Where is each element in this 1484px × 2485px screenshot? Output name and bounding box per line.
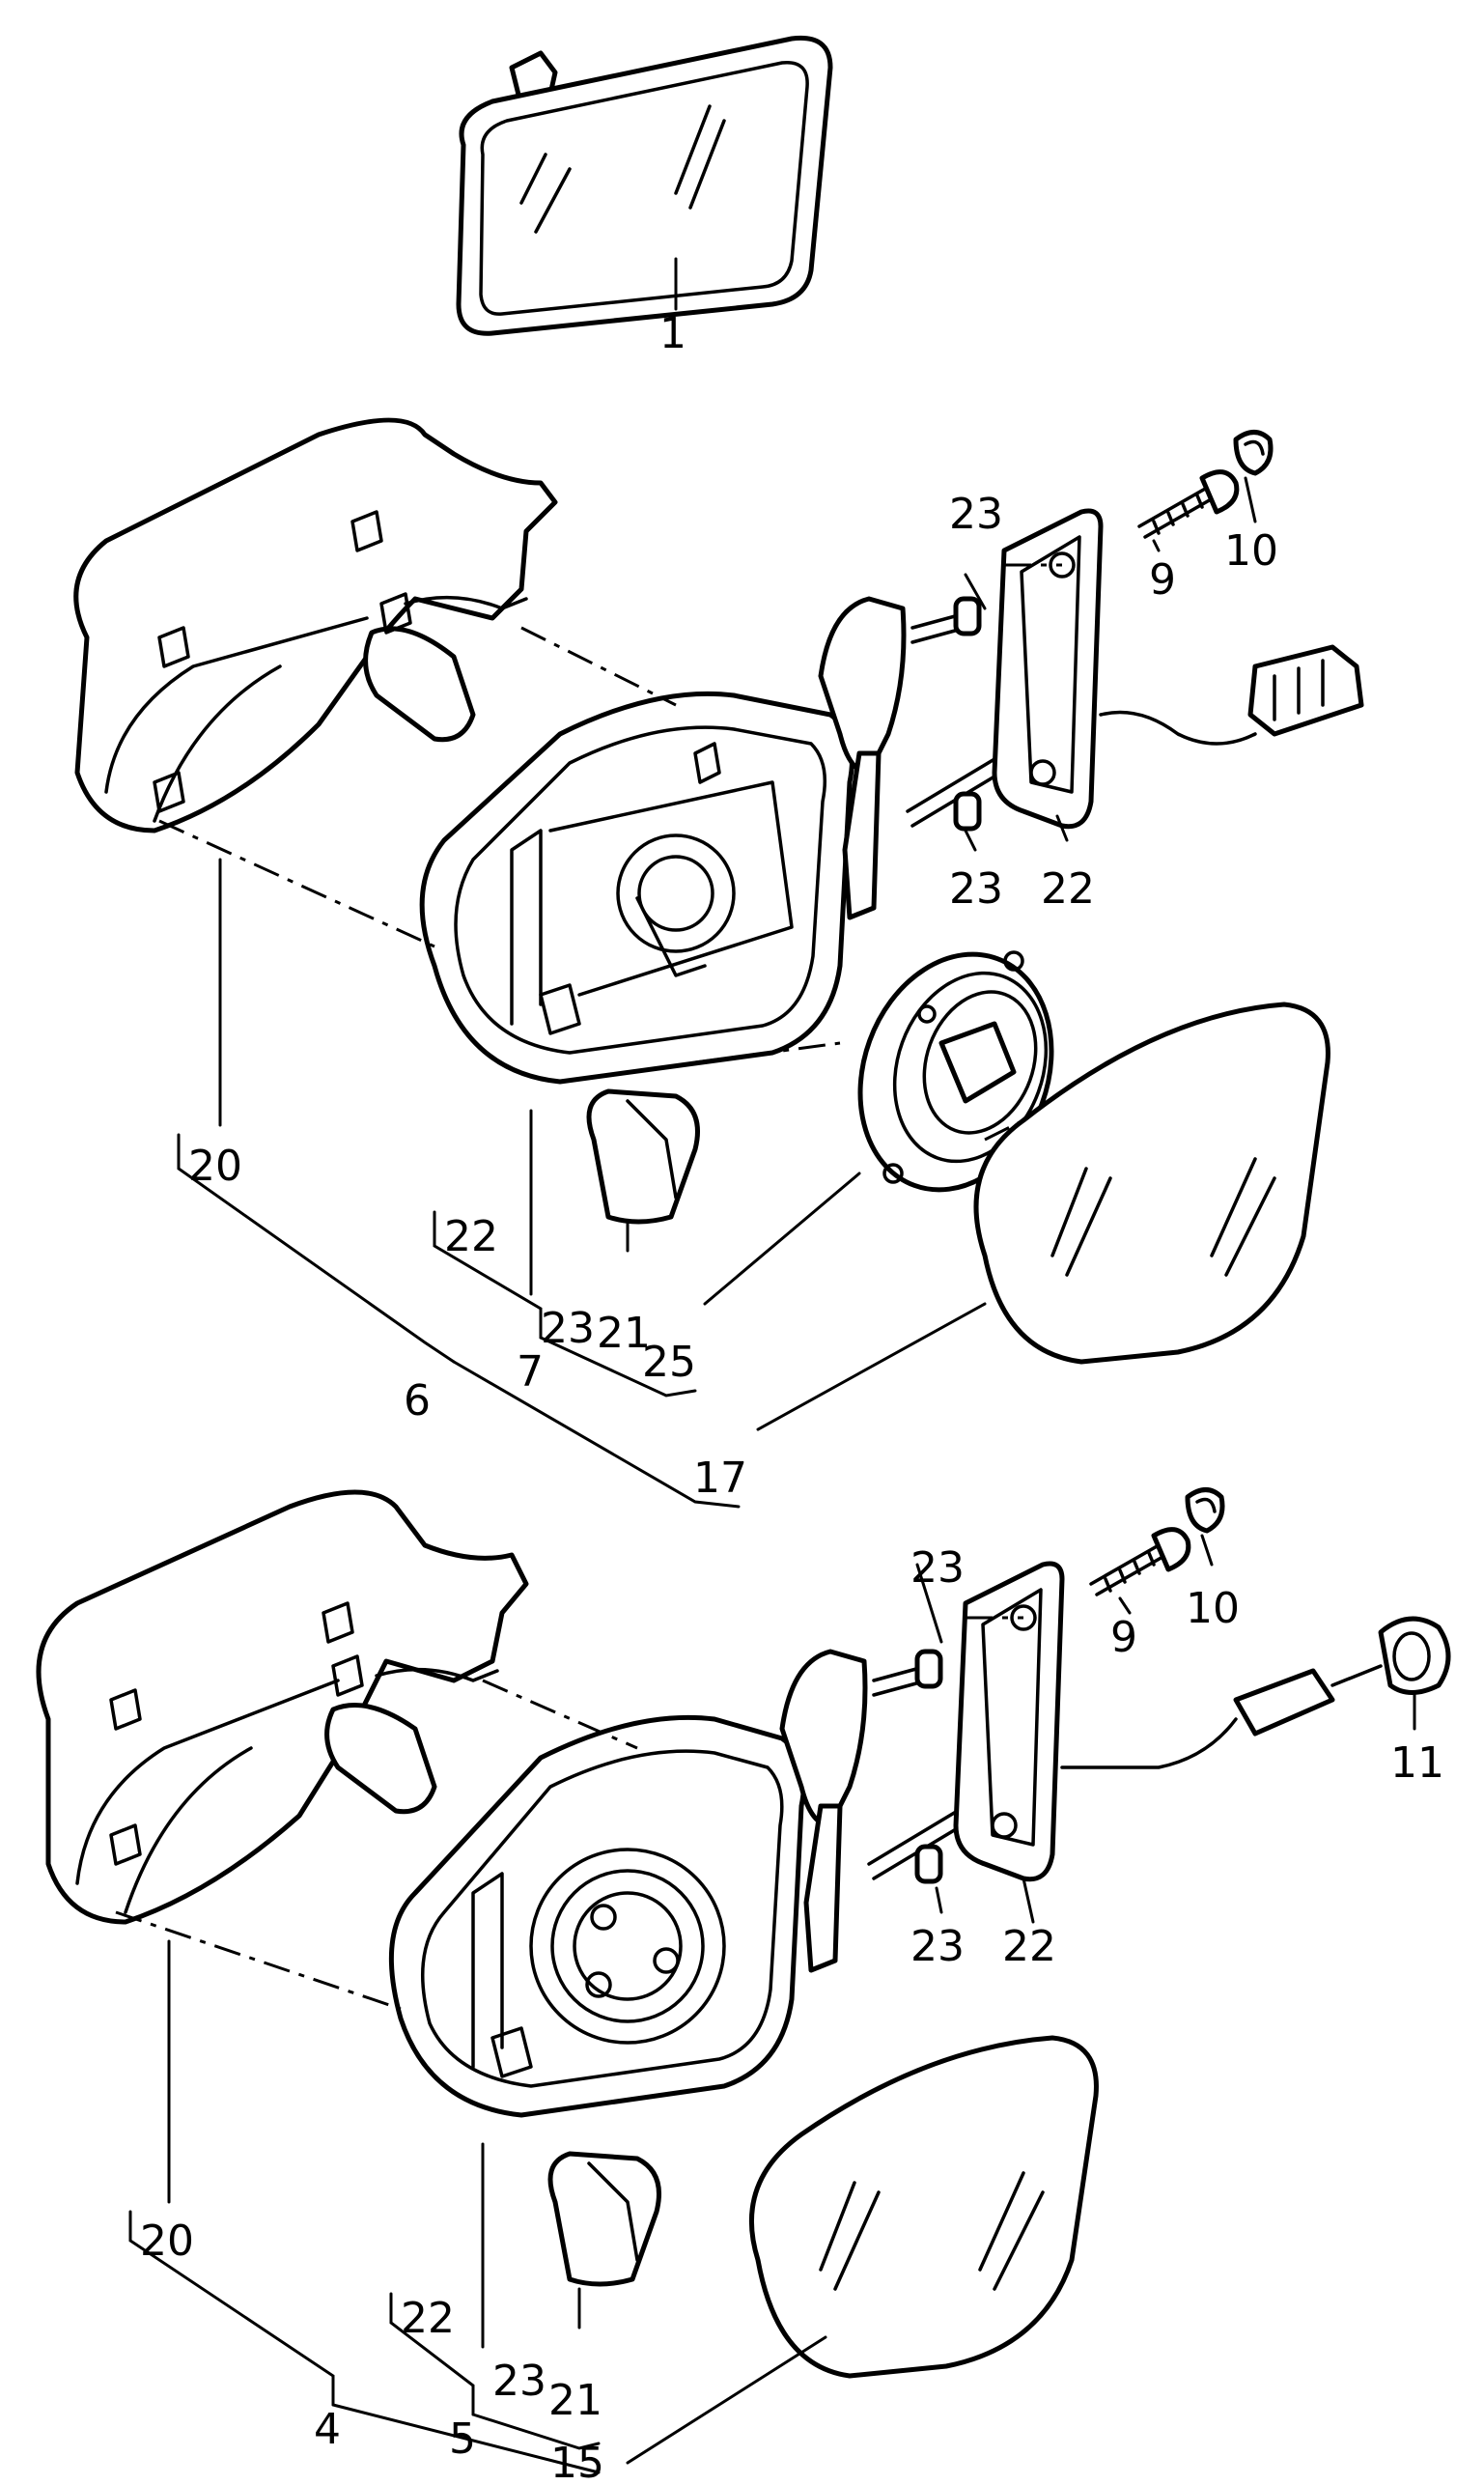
callout-17: 17 — [693, 1454, 747, 1503]
interior-rear-view-mirror — [456, 35, 833, 336]
callout-10: 10 — [1224, 526, 1278, 576]
callout-9: 9 — [1149, 555, 1176, 605]
lower-mirror-assembly — [36, 1487, 1451, 2379]
callout-21: 21 — [548, 2376, 602, 2425]
callout-22: 22 — [444, 1212, 498, 1261]
callout-labels: 1 23 9 10 23 22 20 22 23 21 25 7 6 17 23… — [140, 309, 1444, 2485]
callout-4: 4 — [314, 2405, 341, 2454]
callout-6: 6 — [404, 1376, 431, 1426]
callout-5: 5 — [449, 2414, 476, 2464]
callout-23: 23 — [910, 1543, 965, 1593]
callout-23: 23 — [910, 1922, 965, 1971]
callout-11: 11 — [1390, 1738, 1444, 1788]
callout-9: 9 — [1110, 1613, 1137, 1662]
upper-mirror-assembly — [73, 417, 1364, 1365]
callout-25: 25 — [642, 1338, 696, 1387]
housing-cover-upper — [73, 417, 558, 833]
callout-1: 1 — [659, 309, 686, 358]
callout-23: 23 — [949, 490, 1003, 539]
callout-20: 20 — [188, 1142, 242, 1191]
callout-20: 20 — [140, 2217, 194, 2266]
callout-21: 21 — [597, 1309, 651, 1358]
callout-23: 23 — [541, 1304, 595, 1353]
callout-23: 23 — [492, 2357, 546, 2406]
callout-7: 7 — [517, 1347, 544, 1397]
callout-22: 22 — [401, 2294, 455, 2343]
callout-22: 22 — [1041, 864, 1095, 914]
callout-22: 22 — [1002, 1922, 1056, 1971]
mirror-glass-upper — [973, 1002, 1330, 1365]
mirror-glass-lower — [749, 2035, 1099, 2379]
callout-10: 10 — [1186, 1584, 1240, 1633]
callout-15: 15 — [550, 2439, 604, 2485]
housing-cover-lower — [36, 1489, 529, 1925]
callout-23: 23 — [949, 864, 1003, 914]
leader-lines — [128, 257, 1416, 2474]
